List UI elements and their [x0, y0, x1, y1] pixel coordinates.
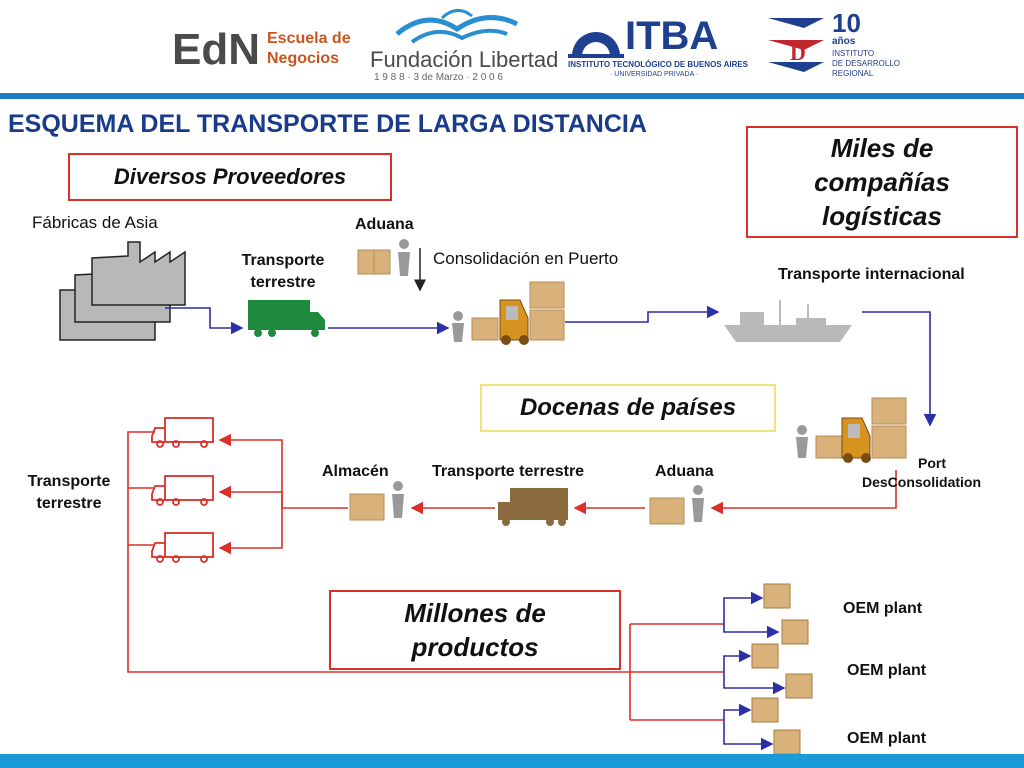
- box-diversos-proveedores: Diversos Proveedores: [68, 153, 392, 201]
- idr-logo-line2: DE DESARROLLO: [832, 59, 901, 68]
- page-title: ESQUEMA DEL TRANSPORTE DE LARGA DISTANCI…: [8, 110, 647, 138]
- box-millones-productos: Millones de productos: [329, 590, 621, 670]
- forklift-icon: [452, 281, 565, 345]
- label-almacen: Almacén: [322, 463, 389, 480]
- edn-logo-line2: Negocios: [267, 50, 340, 67]
- red-flow-lines: [127, 431, 897, 721]
- label-aduana-2: Aduana: [655, 463, 714, 480]
- idr-logo-line1: INSTITUTO: [832, 49, 875, 58]
- box-docenas-paises: Docenas de países: [480, 384, 776, 432]
- customs-worker-icon: [357, 239, 410, 276]
- outline-trucks-icon: [151, 417, 214, 563]
- svg-text:D: D: [790, 40, 806, 65]
- label-port: Port: [918, 455, 946, 471]
- label-fabricas-asia: Fábricas de Asia: [32, 213, 158, 232]
- idr-logo-number: 10: [832, 8, 861, 38]
- forklift-icon: [796, 397, 907, 463]
- idr-logo-years: años: [832, 36, 856, 47]
- warehouse-worker-icon: [349, 481, 404, 521]
- label-oem-plant-3: OEM plant: [847, 730, 927, 747]
- factories-icon: [59, 241, 186, 341]
- itba-logo-tagline: · UNIVERSIDAD PRIVADA ·: [610, 71, 699, 78]
- box-companias-logisticas: Miles de compañías logísticas: [746, 126, 1018, 238]
- green-truck-icon: [248, 300, 325, 337]
- cargo-ship-icon: [724, 300, 852, 342]
- customs-worker-icon: [649, 485, 704, 525]
- footer-accent-bar: [0, 754, 1024, 768]
- fundacion-logo-date: 1 9 8 8 · 3 de Marzo · 2 0 0 6: [374, 72, 503, 83]
- edn-logo-main: EdN: [172, 25, 260, 74]
- label-transporte-internacional: Transporte internacional: [778, 266, 965, 283]
- label-transporte-terrestre-1: Transporte terrestre: [241, 252, 325, 291]
- delivery-truck-icon: [498, 488, 568, 526]
- header-accent-bar: [0, 93, 1024, 99]
- itba-logo-name: ITBA: [625, 14, 719, 58]
- oem-package-icons: [751, 583, 813, 755]
- idr-emblem-icon: D: [768, 18, 824, 72]
- fundacion-logo-name: Fundación Libertad: [370, 47, 559, 72]
- label-oem-plant-2: OEM plant: [847, 662, 927, 679]
- label-transporte-terrestre-3: Transporte terrestre: [27, 473, 111, 512]
- label-desconsolidation: DesConsolidation: [862, 474, 982, 490]
- itba-logo-subtitle: INSTITUTO TECNOLÓGICO DE BUENOS AIRES: [568, 60, 749, 69]
- edn-logo-line1: Escuela de: [267, 30, 351, 47]
- bird-waves-icon: [395, 9, 519, 44]
- label-transporte-terrestre-2: Transporte terrestre: [432, 463, 585, 480]
- idr-logo-line3: REGIONAL: [832, 69, 874, 78]
- label-consolidacion: Consolidación en Puerto: [433, 249, 619, 268]
- label-aduana-1: Aduana: [355, 216, 414, 233]
- oem-branch-lines: [723, 591, 786, 751]
- itba-emblem-icon: [568, 32, 624, 58]
- label-oem-plant-1: OEM plant: [843, 600, 923, 617]
- blue-flow-lines: [165, 305, 937, 427]
